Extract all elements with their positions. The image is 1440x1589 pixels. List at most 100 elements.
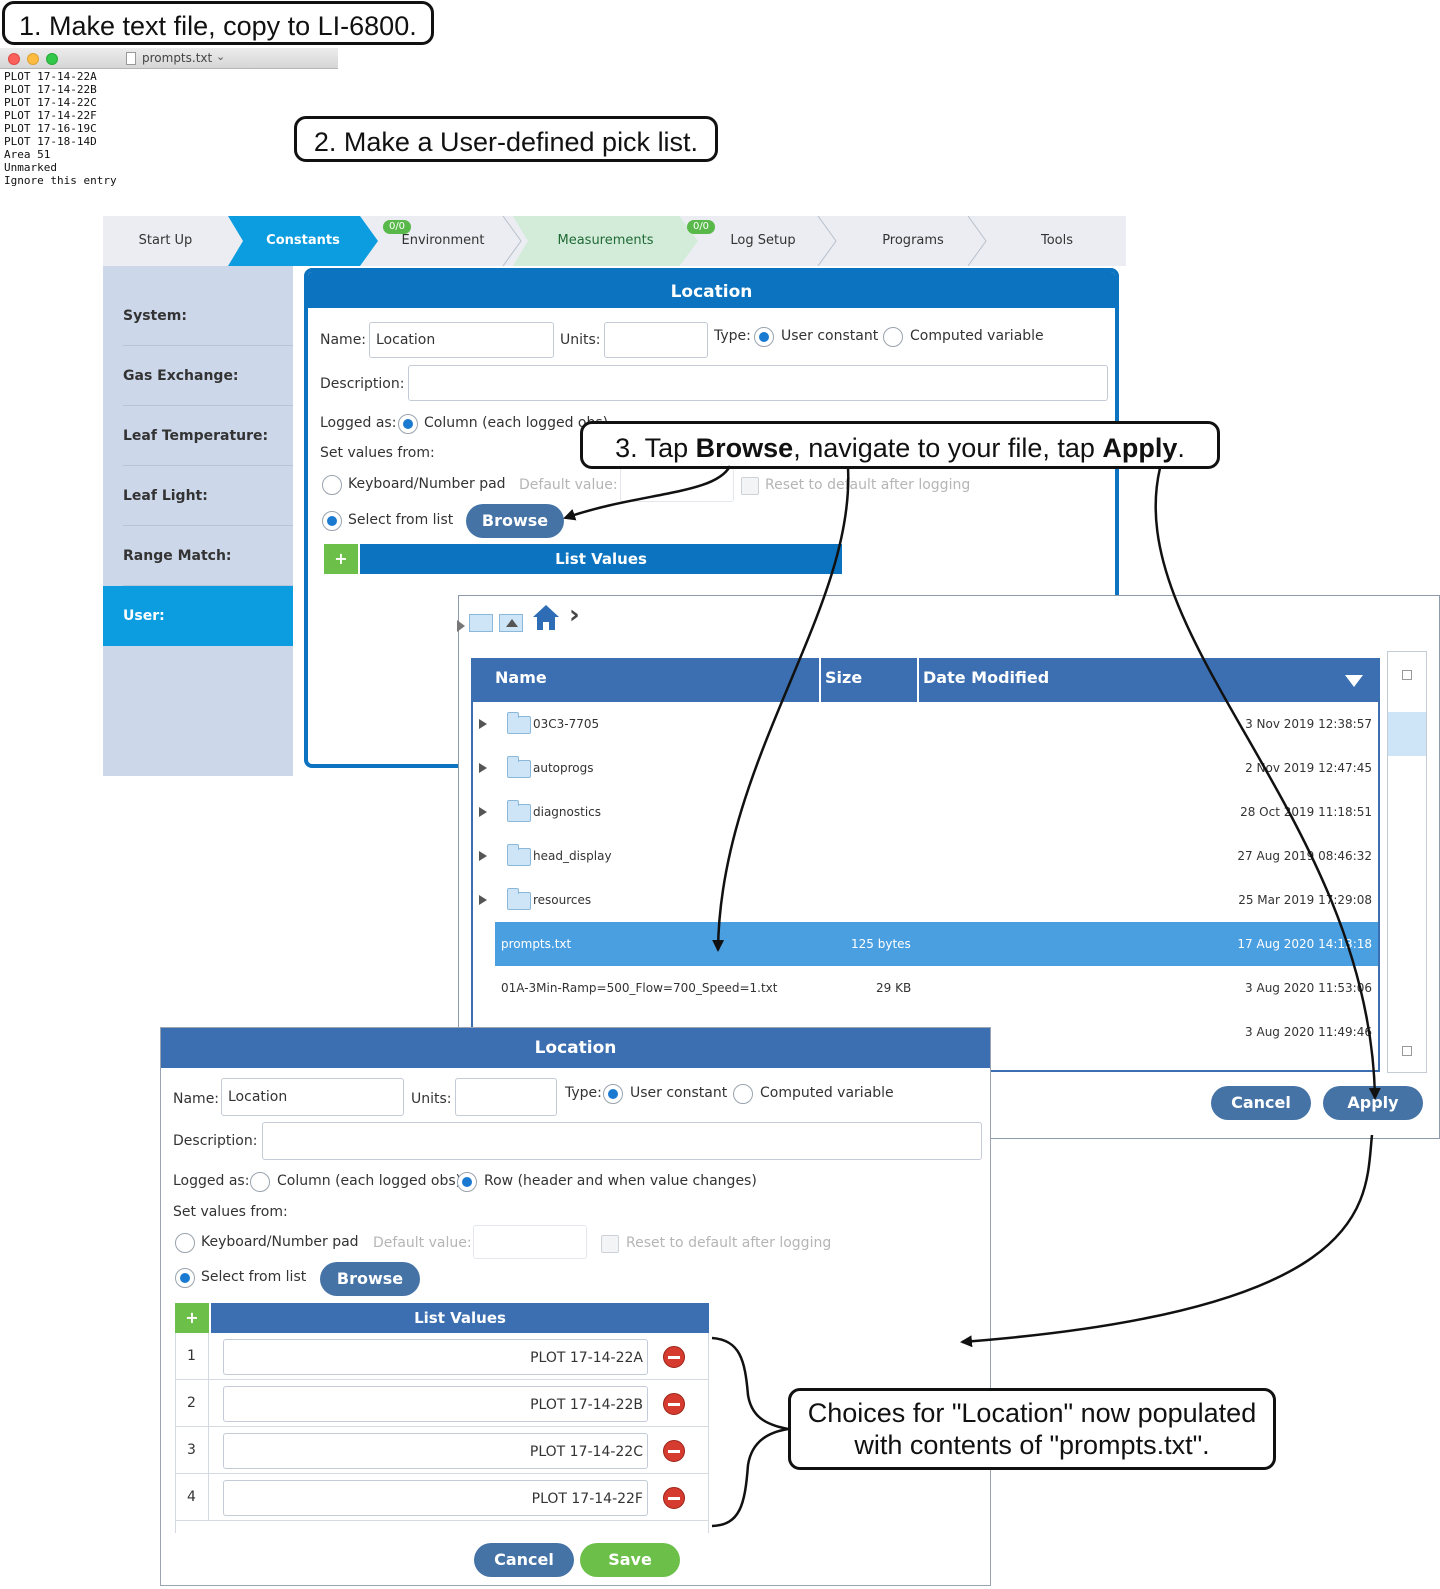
sidebar-item-system[interactable]: System: [123, 286, 293, 346]
list-row-index: 1 [175, 1333, 209, 1380]
tab-tools[interactable]: Tools [988, 216, 1126, 266]
name-input[interactable]: Location [369, 322, 554, 358]
computed-variable-radio[interactable] [883, 327, 903, 347]
list-row-index: 4 [175, 1474, 209, 1521]
keyboard-radio[interactable] [322, 475, 342, 495]
units-input[interactable] [455, 1078, 557, 1116]
user-constant-radio[interactable] [603, 1084, 623, 1104]
logged-column-radio[interactable] [398, 414, 418, 434]
expand-icon[interactable] [479, 719, 487, 729]
description-input[interactable] [262, 1122, 982, 1160]
vertical-scrollbar[interactable] [1387, 651, 1427, 1073]
default-value-input[interactable] [473, 1225, 587, 1259]
folder-icon[interactable] [469, 614, 493, 632]
user-constant-radio[interactable] [754, 327, 774, 347]
scroll-up-icon[interactable] [1402, 670, 1412, 680]
remove-row-icon[interactable] [663, 1440, 685, 1462]
minimize-window-icon[interactable] [27, 53, 39, 65]
list-value-input[interactable]: PLOT 17-14-22B [223, 1386, 648, 1422]
list-row-index: 2 [175, 1380, 209, 1427]
sidebar-item-leaf-light[interactable]: Leaf Light: [123, 466, 293, 526]
default-value-input[interactable] [620, 468, 734, 502]
main-tab-bar: Start Up Constants Environment 0/0 Measu… [103, 216, 1126, 266]
browser-cancel-button[interactable]: Cancel [1211, 1086, 1311, 1120]
list-value-input[interactable]: PLOT 17-14-22A [223, 1339, 648, 1375]
reset-default-checkbox[interactable] [741, 477, 759, 495]
browse-button[interactable]: Browse [466, 504, 564, 538]
apply-button[interactable]: Apply [1323, 1086, 1423, 1120]
sidebar-item-label: Leaf Light: [123, 488, 208, 504]
constants-sidebar: System: Gas Exchange: Leaf Temperature: … [103, 266, 293, 776]
sidebar-item-user[interactable]: User: [103, 586, 293, 646]
file-date: 3 Nov 2019 12:38:57 [1245, 717, 1372, 731]
units-input[interactable] [604, 322, 708, 358]
tab-measurements[interactable]: Measurements [513, 216, 698, 266]
home-icon[interactable] [531, 602, 561, 632]
remove-row-icon[interactable] [663, 1393, 685, 1415]
file-date: 28 Oct 2019 11:18:51 [1240, 805, 1372, 819]
file-row-prompts-txt[interactable]: prompts.txt 125 bytes 17 Aug 2020 14:13:… [495, 922, 1378, 966]
window-title[interactable]: prompts.txt [142, 51, 213, 65]
computed-variable-radio[interactable] [733, 1084, 753, 1104]
cancel-button[interactable]: Cancel [474, 1543, 574, 1577]
column-name[interactable]: Name [495, 668, 547, 687]
cancel-label: Cancel [1231, 1093, 1291, 1112]
tab-constants[interactable]: Constants [228, 216, 378, 266]
column-date-modified[interactable]: Date Modified [923, 668, 1050, 687]
keyboard-radio[interactable] [175, 1233, 195, 1253]
add-list-value-button[interactable]: + [175, 1303, 209, 1333]
callout-step-3-browse: Browse [695, 433, 794, 463]
expand-icon[interactable] [479, 851, 487, 861]
name-input[interactable]: Location [221, 1078, 404, 1116]
tab-log-setup[interactable]: Log Setup [688, 216, 838, 266]
file-row-head-display[interactable]: head_display 27 Aug 2019 08:46:32 [473, 834, 1378, 878]
folder-up-icon[interactable] [499, 614, 523, 632]
tab-environment[interactable]: Environment [368, 216, 518, 266]
reset-default-checkbox[interactable] [601, 1235, 619, 1253]
sidebar-item-label: Leaf Temperature: [123, 428, 269, 444]
logged-row-radio[interactable] [457, 1172, 477, 1192]
chevron-right-icon[interactable]: › [569, 600, 580, 630]
chevron-left-icon[interactable] [457, 620, 465, 632]
tab-programs[interactable]: Programs [838, 216, 988, 266]
chevron-down-icon[interactable]: ⌄ [216, 50, 226, 63]
sidebar-item-gas-exchange[interactable]: Gas Exchange: [123, 346, 293, 406]
select-list-radio[interactable] [175, 1268, 195, 1288]
expand-icon[interactable] [479, 763, 487, 773]
list-value-input[interactable]: PLOT 17-14-22C [223, 1433, 648, 1469]
list-values-title: List Values [414, 1309, 506, 1327]
expand-icon[interactable] [479, 807, 487, 817]
log-setup-badge: 0/0 [687, 220, 715, 234]
scroll-thumb[interactable] [1388, 712, 1426, 756]
remove-row-icon[interactable] [663, 1346, 685, 1368]
name-label: Name: [173, 1091, 220, 1107]
expand-icon[interactable] [479, 895, 487, 905]
callout-step-3-text-3: . [1177, 433, 1185, 463]
set-values-label: Set values from: [173, 1204, 288, 1220]
computed-variable-label: Computed variable [910, 328, 1044, 344]
sidebar-item-leaf-temperature[interactable]: Leaf Temperature: [123, 406, 293, 466]
select-list-radio[interactable] [322, 511, 342, 531]
file-row-diagnostics[interactable]: diagnostics 28 Oct 2019 11:18:51 [473, 790, 1378, 834]
file-row-autoprogs[interactable]: autoprogs 2 Nov 2019 12:47:45 [473, 746, 1378, 790]
text-line: Ignore this entry [4, 174, 117, 187]
file-row-03c3-7705[interactable]: 03C3-7705 3 Nov 2019 12:38:57 [473, 702, 1378, 746]
list-value-input[interactable]: PLOT 17-14-22F [223, 1480, 648, 1516]
close-window-icon[interactable] [8, 53, 20, 65]
add-list-value-button[interactable]: + [324, 544, 358, 574]
browse-button[interactable]: Browse [320, 1262, 420, 1296]
zoom-window-icon[interactable] [46, 53, 58, 65]
save-button[interactable]: Save [580, 1543, 680, 1577]
remove-row-icon[interactable] [663, 1487, 685, 1509]
text-file-content[interactable]: PLOT 17-14-22A PLOT 17-14-22B PLOT 17-14… [4, 70, 334, 190]
text-line: Unmarked [4, 161, 57, 174]
file-row-resources[interactable]: resources 25 Mar 2019 17:29:08 [473, 878, 1378, 922]
sidebar-item-range-match[interactable]: Range Match: [123, 526, 293, 586]
description-input[interactable] [408, 365, 1108, 401]
sidebar-item-label: Gas Exchange: [123, 368, 239, 384]
environment-badge: 0/0 [383, 220, 411, 234]
scroll-down-icon[interactable] [1402, 1046, 1412, 1056]
file-row-ramp-txt[interactable]: 01A-3Min-Ramp=500_Flow=700_Speed=1.txt 2… [495, 966, 1378, 1010]
logged-column-radio[interactable] [250, 1172, 270, 1192]
tab-start-up[interactable]: Start Up [103, 216, 228, 266]
